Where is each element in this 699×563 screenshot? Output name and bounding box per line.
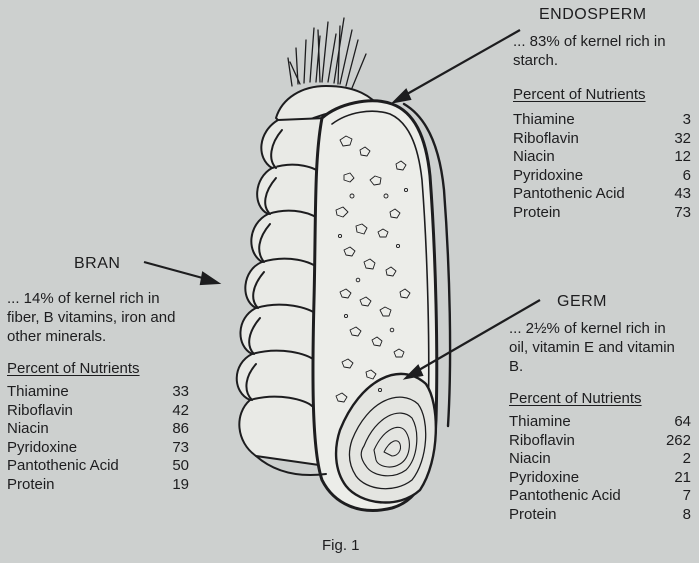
nutrient-row: Thiamine64 [509, 413, 691, 432]
germ-description: ... 2½% of kernel rich in oil, vitamin E… [509, 319, 679, 376]
figure-label: Fig. 1 [322, 537, 360, 554]
endosperm-arrowhead [394, 90, 410, 102]
bran-heading: BRAN [74, 255, 191, 273]
endosperm-nutrient-table: Thiamine3 Riboflavin32 Niacin12 Pyridoxi… [513, 111, 691, 222]
endosperm-heading: ENDOSPERM [539, 6, 691, 24]
endosperm-nutrients-title: Percent of Nutrients [513, 86, 691, 103]
nutrient-row: Riboflavin32 [513, 130, 691, 149]
nutrient-row: Pantothenic Acid43 [513, 185, 691, 204]
nutrient-row: Pantothenic Acid50 [7, 457, 189, 476]
bran-label-block: BRAN ... 14% of kernel rich in fiber, B … [7, 255, 191, 494]
nutrient-row: Pantothenic Acid7 [509, 487, 691, 506]
nutrient-row: Pyridoxine6 [513, 167, 691, 186]
bran-nutrients-title: Percent of Nutrients [7, 360, 191, 377]
nutrient-row: Protein8 [509, 506, 691, 525]
kernel-brush-hairs [288, 18, 366, 88]
nutrient-row: Protein19 [7, 476, 189, 495]
nutrient-row: Pyridoxine73 [7, 439, 189, 458]
nutrient-row: Thiamine33 [7, 383, 189, 402]
bran-arrowhead [201, 273, 218, 284]
germ-nutrients-title: Percent of Nutrients [509, 390, 691, 407]
nutrient-row: Riboflavin262 [509, 432, 691, 451]
bran-description: ... 14% of kernel rich in fiber, B vitam… [7, 289, 189, 346]
nutrient-row: Thiamine3 [513, 111, 691, 130]
endosperm-leader-line [400, 30, 520, 98]
germ-nutrient-table: Thiamine64 Riboflavin262 Niacin2 Pyridox… [509, 413, 691, 524]
nutrient-row: Pyridoxine21 [509, 469, 691, 488]
nutrient-row: Niacin12 [513, 148, 691, 167]
germ-heading: GERM [557, 293, 691, 311]
endosperm-description: ... 83% of kernel rich in starch. [513, 32, 691, 70]
nutrient-row: Riboflavin42 [7, 402, 189, 421]
germ-label-block: GERM ... 2½% of kernel rich in oil, vita… [509, 293, 691, 524]
bran-nutrient-table: Thiamine33 Riboflavin42 Niacin86 Pyridox… [7, 383, 189, 494]
endosperm-label-block: ENDOSPERM ... 83% of kernel rich in star… [513, 6, 691, 222]
nutrient-row: Protein73 [513, 204, 691, 223]
nutrient-row: Niacin2 [509, 450, 691, 469]
nutrient-row: Niacin86 [7, 420, 189, 439]
